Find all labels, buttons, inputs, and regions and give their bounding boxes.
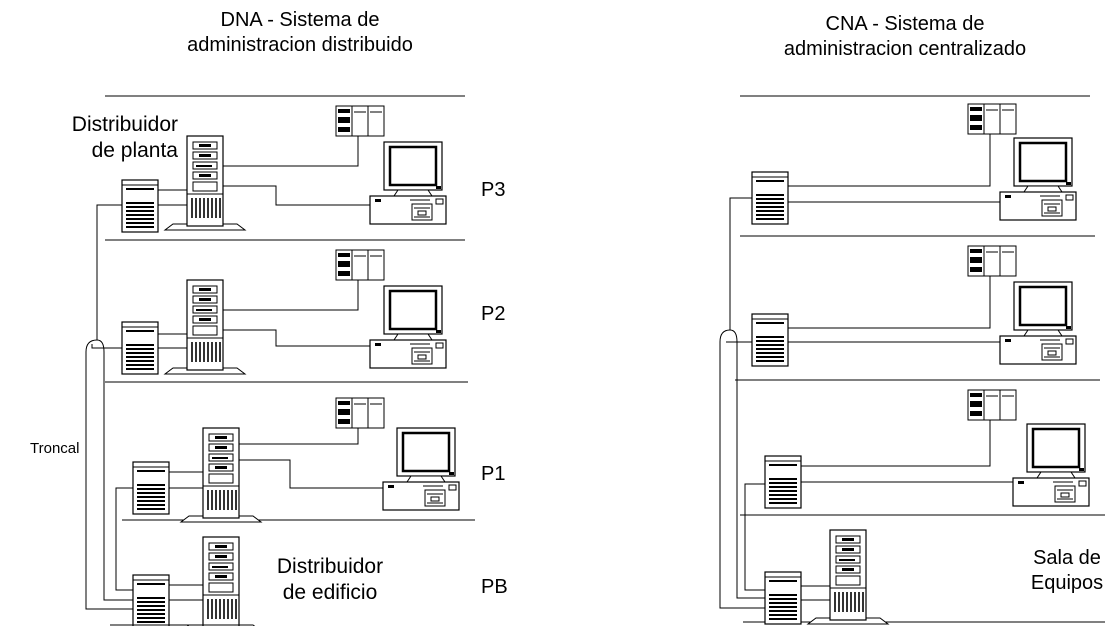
dna-floor-lines <box>105 95 475 521</box>
floor-label-p1: P1 <box>481 463 506 485</box>
distribuidor-edificio-line1: Distribuidor <box>276 555 384 578</box>
sala-equipos-line2: Equipos <box>1030 572 1104 594</box>
floor-label-pb: PB <box>481 576 508 598</box>
dna-p3-hub <box>121 179 159 233</box>
dna-p2-workstation <box>368 284 448 370</box>
cna-title-line2: administracion centralizado <box>783 38 1027 60</box>
cna-sala-hub <box>764 571 802 625</box>
distribuidor-planta-label: Distribuidor de planta <box>38 112 178 165</box>
dna-p1-workstation <box>381 426 461 512</box>
cna-floor2-hub <box>751 313 789 367</box>
dna-p2-group <box>121 249 448 375</box>
dna-title: DNA - Sistema de administracion distribu… <box>150 8 450 58</box>
distribuidor-edificio-label: Distribuidor de edificio <box>255 554 405 607</box>
dna-title-line1: DNA - Sistema de <box>220 9 380 31</box>
dna-p3-patch-panel <box>335 105 385 137</box>
dna-p2-distribuidor-tower <box>164 279 246 375</box>
sala-equipos-label: Sala de Equipos <box>1022 546 1112 596</box>
dna-p2-patch-panel <box>335 249 385 281</box>
cna-vertical-cables <box>719 197 765 609</box>
cna-floor3-patch-panel <box>967 103 1017 135</box>
cna-title: CNA - Sistema de administracion centrali… <box>755 12 1055 62</box>
dna-p3-workstation <box>368 140 448 226</box>
troncal-label: Troncal <box>30 440 80 457</box>
cna-floor2-workstation <box>998 280 1078 366</box>
dna-p1-group <box>132 397 461 523</box>
cna-floor2-patch-panel <box>967 245 1017 277</box>
dna-p1-distribuidor-tower <box>180 427 262 523</box>
dna-troncal-cables <box>85 204 133 610</box>
dna-p3-distribuidor-tower <box>164 135 246 231</box>
cna-floor2-group <box>751 245 1078 367</box>
sala-equipos-line1: Sala de <box>1033 547 1101 569</box>
cna-floor-lines <box>735 95 1105 623</box>
floor-label-p3: P3 <box>481 179 506 201</box>
cna-floor3-hub <box>751 171 789 225</box>
cna-title-line1: CNA - Sistema de <box>825 13 985 35</box>
cna-floor1-group <box>764 389 1091 509</box>
dna-p2-hub <box>121 321 159 375</box>
cna-sala-tower <box>807 529 889 625</box>
dna-p1-patch-panel <box>335 397 385 429</box>
dna-pb-hub <box>132 574 170 626</box>
dna-p3-group <box>121 105 448 233</box>
distribuidor-planta-line2: de planta <box>91 139 178 163</box>
dna-p1-hub <box>132 461 170 515</box>
cna-sala-equipos-group <box>764 529 889 625</box>
cna-floor1-workstation <box>1011 422 1091 508</box>
cna-floor3-group <box>751 103 1078 225</box>
dna-pb-distribuidor-edificio-tower <box>180 536 262 626</box>
cna-floor1-patch-panel <box>967 389 1017 421</box>
dna-pb-group <box>110 536 262 626</box>
floor-label-p2: P2 <box>481 303 506 325</box>
distribuidor-edificio-line2: de edificio <box>282 581 378 605</box>
cna-floor3-workstation <box>998 136 1078 222</box>
dna-title-line2: administracion distribuido <box>187 34 413 56</box>
cna-floor1-hub <box>764 455 802 509</box>
distribuidor-planta-line1: Distribuidor <box>71 113 178 136</box>
